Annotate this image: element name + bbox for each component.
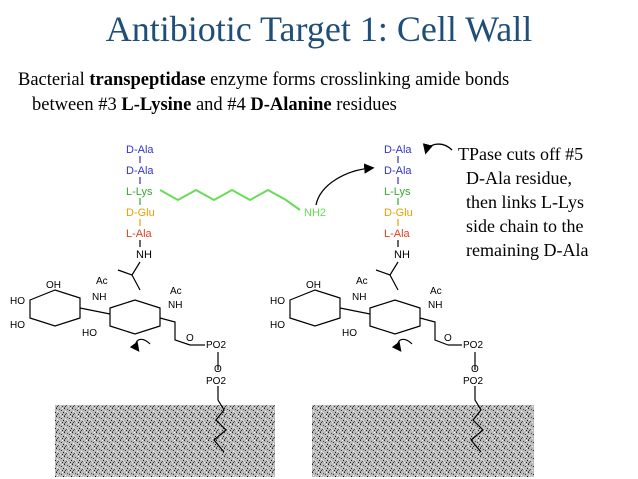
subtitle-line-2: between #3 L-Lysine and #4 D-Alanine res… [32,95,397,116]
residue-l-lys-3: L-Lys [126,186,153,198]
residue-d-ala-5: D-Ala [126,144,154,156]
acetyl-label: Ac [170,286,182,297]
phosphate-label: PO2 [463,340,483,351]
sugar-backbone-right [289,261,484,453]
subtitle-text: and #4 [191,95,251,115]
residue-d-glu-2: D-Glu [384,207,413,219]
membrane-right [312,405,534,477]
lysine-amine: NH2 [304,207,326,219]
note-line: D-Ala residue, [466,168,572,188]
subtitle-text: enzyme forms crosslinking amide bonds [205,70,510,90]
hydroxyl-label: HO [342,328,357,339]
oxygen-label: O [471,364,479,375]
acetyl-label: Ac [356,276,368,287]
lysine-side-chain [159,188,301,211]
amide-label: NH [92,292,106,303]
residue-d-glu-2: D-Glu [126,207,155,219]
transpeptidase-term: transpeptidase [89,70,206,90]
residue-d-ala-4: D-Ala [384,165,412,177]
hydroxyl-label: HO [10,320,25,331]
subtitle-text: Bacterial [18,70,90,90]
subtitle-text: residues [331,95,397,115]
hydroxyl-label: HO [270,296,285,307]
peptide-chain-right: D-Ala D-Ala L-Lys D-Glu L-Ala NH [384,144,413,261]
acetyl-label: Ac [96,276,108,287]
note-line: remaining D-Ala [466,240,589,260]
hydroxyl-label: OH [46,280,61,291]
residue-l-lys-3: L-Lys [384,186,411,198]
note-line: side chain to the [466,216,584,236]
d-alanine-term: D-Alanine [250,95,332,115]
sugar-labels-right: OH Ac NH Ac NH HO HO HO O PO2 O PO2 [270,276,483,387]
slide-title: Antibiotic Target 1: Cell Wall [105,9,533,49]
peptide-chain-left: D-Ala D-Ala L-Lys D-Glu L-Ala NH [126,144,155,261]
acetyl-label: Ac [430,286,442,297]
subtitle-line-1: Bacterial transpeptidase enzyme forms cr… [18,70,509,91]
hydroxyl-label: HO [82,328,97,339]
amide-label: NH [168,300,182,311]
residue-d-ala-5: D-Ala [384,144,412,156]
residue-l-ala-1: L-Ala [126,228,153,240]
oxygen-label: O [214,364,222,375]
amide-nh: NH [136,249,152,261]
phosphate-label: PO2 [463,376,483,387]
tpase-note: TPase cuts off #5 D-Ala residue, then li… [458,142,588,262]
sugar-backbone-left [29,261,227,453]
oxygen-label: O [444,333,452,344]
phosphate-label: PO2 [206,340,226,351]
note-line: then links L-Lys [466,192,584,212]
l-lysine-term: L-Lysine [121,95,192,115]
amide-label: NH [428,300,442,311]
residue-l-ala-1: L-Ala [384,228,411,240]
phosphate-label: PO2 [206,376,226,387]
hydroxyl-label: OH [306,280,321,291]
subtitle-text: between #3 [32,95,122,115]
attack-arrow [315,163,375,206]
amide-nh: NH [394,249,410,261]
hydroxyl-label: HO [270,320,285,331]
hydroxyl-label: HO [10,296,25,307]
amide-label: NH [352,292,366,303]
sugar-labels-left: OH Ac NH Ac NH HO HO HO O PO2 O PO2 [10,276,226,387]
membrane-left [55,405,275,477]
note-line: TPase cuts off #5 [458,144,584,164]
residue-d-ala-4: D-Ala [126,165,154,177]
oxygen-label: O [186,333,194,344]
cleavage-arrow [422,143,453,155]
